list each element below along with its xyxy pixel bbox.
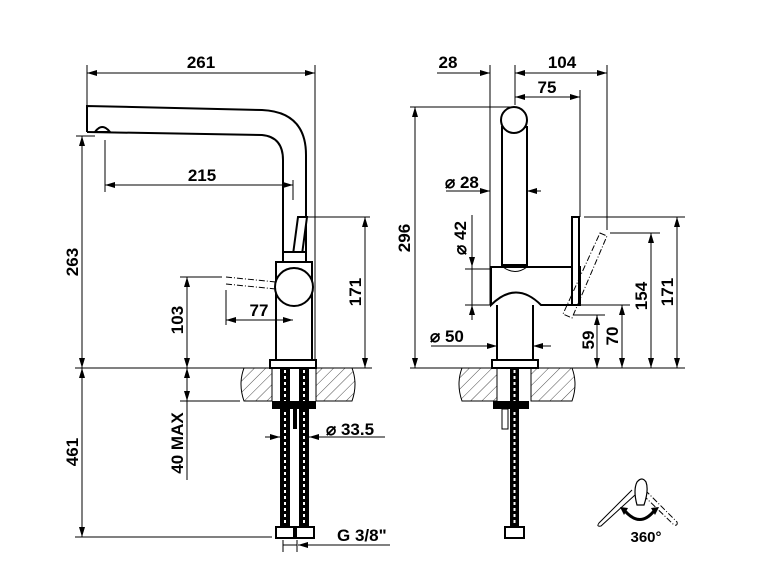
dim-59: 59 — [579, 331, 598, 350]
countertop-section-right — [530, 367, 576, 402]
spout-outer — [86, 104, 307, 360]
dim-lever-reach: 77 — [250, 301, 269, 320]
base-plate — [269, 359, 317, 369]
dim-spout-reach: 215 — [188, 166, 216, 185]
dim-connection: G 3/8" — [337, 526, 387, 545]
dim-lever-reach: 75 — [538, 78, 557, 97]
countertop-section-left — [458, 367, 498, 402]
dim-154: 154 — [632, 281, 651, 310]
fitting-left — [275, 526, 295, 539]
side-view: 261 215 263 77 103 171 40 MAX 461 ⌀ 33.5… — [63, 53, 390, 552]
dim-base-diameter: ⌀ 50 — [430, 327, 464, 346]
dim-hose-length: 461 — [63, 438, 82, 466]
lever-base — [282, 251, 307, 263]
dim-width-overall: 261 — [187, 53, 215, 72]
countertop-section-left — [240, 367, 273, 402]
lever-open-position — [562, 232, 608, 319]
lever-upright — [571, 216, 580, 306]
body-block — [490, 266, 581, 308]
dim-spout-height: 263 — [63, 248, 82, 276]
lever-open-position — [225, 283, 277, 290]
dim-lever-height: 171 — [346, 278, 365, 306]
cartridge-circle — [274, 267, 314, 307]
dim-70: 70 — [603, 327, 622, 346]
rotation-icon: 360° — [597, 478, 678, 546]
dim-lever-reach-open: 104 — [548, 53, 577, 72]
mounting-nut — [493, 401, 529, 409]
dim-offset-left: 28 — [439, 53, 458, 72]
hose-left — [280, 368, 290, 526]
dim-lever-pivot-height: 103 — [168, 306, 187, 334]
dim-body-diameter: ⌀ 42 — [451, 221, 470, 255]
countertop-section-right — [315, 367, 356, 402]
dim-counter-thickness: 40 MAX — [168, 412, 187, 474]
aerator-icon — [93, 126, 113, 133]
base-plate — [491, 359, 539, 369]
hose-right — [299, 368, 309, 526]
fitting-right — [295, 526, 315, 539]
hose — [510, 368, 519, 526]
column-top — [500, 106, 528, 134]
mounting-nut — [272, 401, 316, 409]
rotation-label: 360° — [630, 529, 661, 546]
column — [501, 126, 528, 266]
dim-shank-diameter: ⌀ 33.5 — [326, 420, 374, 439]
dim-column-diameter: ⌀ 28 — [445, 173, 479, 192]
fitting — [504, 526, 525, 539]
front-view: 28 104 75 296 ⌀ 28 ⌀ 42 ⌀ 50 59 70 154 1… — [395, 53, 685, 539]
dim-171: 171 — [658, 278, 677, 306]
dim-total-height: 296 — [395, 224, 414, 252]
spout-inner — [86, 131, 284, 252]
